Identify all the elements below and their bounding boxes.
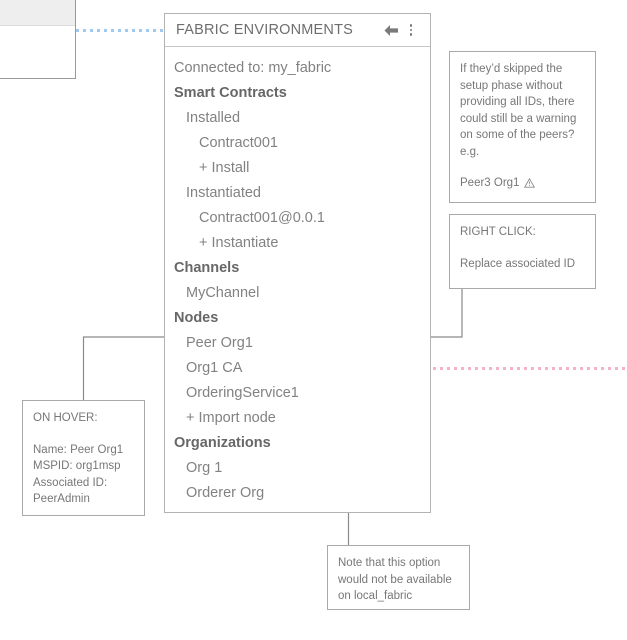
overflow-menu-icon[interactable] <box>402 20 420 40</box>
warning-triangle-icon <box>524 178 536 188</box>
fabric-environments-panel: FABRIC ENVIRONMENTS Connected to: my_fab… <box>164 13 431 513</box>
tree-item[interactable]: + Instantiate <box>199 235 279 251</box>
tree-item: Channels <box>174 260 240 276</box>
callout-on-hover: ON HOVER: Name: Peer Org1 MSPID: org1msp… <box>22 400 145 516</box>
tree-item[interactable]: Org1 CA <box>186 360 243 376</box>
callout-warning-body: If they’d skipped the setup phase withou… <box>460 63 577 158</box>
tree-item[interactable]: Connected to: my_fabric <box>174 60 332 76</box>
background-window <box>0 0 76 79</box>
callout-hover-mspid: MSPID: org1msp <box>33 460 121 472</box>
blue-dotted-guide-line <box>76 29 164 32</box>
callout-warning-example: Peer3 Org1 <box>460 175 585 192</box>
callout-right-click-heading: RIGHT CLICK: <box>460 226 536 238</box>
back-arrow-icon[interactable] <box>380 20 402 40</box>
tree-item[interactable]: Peer Org1 <box>186 335 253 351</box>
callout-warning-example-label: Peer3 Org1 <box>460 177 520 189</box>
callout-hover-associated-id-label: Associated ID: <box>33 476 108 489</box>
tree-item[interactable]: + Install <box>199 160 250 176</box>
callout-note-body: Note that this option would not be avail… <box>338 557 452 602</box>
panel-header: FABRIC ENVIRONMENTS <box>165 14 430 47</box>
tree-item[interactable]: OrderingService1 <box>186 385 299 401</box>
callout-hover-associated-id-value: PeerAdmin <box>33 493 90 505</box>
tree-item[interactable]: MyChannel <box>186 285 260 301</box>
callout-right-click-body: Replace associated ID <box>460 257 576 270</box>
callout-hover-heading: ON HOVER: <box>33 412 98 424</box>
tree-item[interactable]: Contract001 <box>199 135 278 151</box>
tree-item[interactable]: Orderer Org <box>186 485 265 501</box>
tree-item[interactable]: + Import node <box>186 410 276 426</box>
page-title: FABRIC ENVIRONMENTS <box>176 22 354 38</box>
pink-dotted-guide-line <box>433 367 627 370</box>
tree-item: Smart Contracts <box>174 85 287 101</box>
callout-local-fabric-note: Note that this option would not be avail… <box>327 545 470 610</box>
tree-item[interactable]: Instantiated <box>186 185 261 201</box>
tree-item[interactable]: Installed <box>186 110 241 126</box>
tree-item: Nodes <box>174 310 219 326</box>
callout-hover-name: Name: Peer Org1 <box>33 443 124 456</box>
tree-item: Organizations <box>174 435 271 451</box>
overflow-dots <box>409 24 413 36</box>
tree-item[interactable]: Contract001@0.0.1 <box>199 210 325 226</box>
callout-warning-note: If they’d skipped the setup phase withou… <box>449 51 596 203</box>
background-window-titlebar <box>0 0 75 26</box>
tree-item[interactable]: Org 1 <box>186 460 223 476</box>
callout-right-click: RIGHT CLICK: Replace associated ID <box>449 214 596 289</box>
